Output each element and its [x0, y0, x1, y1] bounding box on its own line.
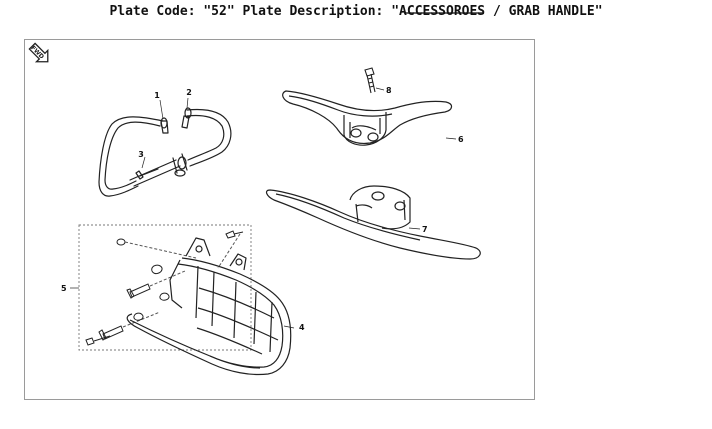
guard-bar-leaders	[141, 97, 189, 169]
callout-4: 4	[299, 323, 305, 332]
bolt-8	[364, 67, 385, 94]
callout-8: 8	[386, 86, 392, 95]
plate-code-value: "52"	[203, 4, 235, 19]
callout-7: 7	[422, 225, 428, 234]
callout-1: 1	[154, 91, 160, 100]
callout-3: 3	[138, 150, 144, 159]
hardware-kit-5	[70, 224, 252, 351]
callout-5: 5	[61, 284, 67, 293]
guard-bar-assembly	[98, 107, 232, 197]
plate-description-value: "ACCESSOROES / GRAB HANDLE"	[391, 4, 603, 19]
plate-description-label: Plate Description:	[242, 4, 384, 19]
plate-code-label: Plate Code:	[109, 4, 196, 19]
grab-rail-7	[265, 185, 481, 260]
parts-diagram-frame	[24, 39, 535, 400]
cropped-text-fragment	[404, 0, 484, 14]
fwd-arrow-icon: FWD	[28, 42, 49, 63]
callout-6: 6	[458, 135, 464, 144]
luggage-rack-4	[126, 237, 295, 376]
grab-bracket-6	[282, 90, 457, 146]
callout-2: 2	[186, 88, 192, 97]
plate-header: Plate Code: "52" Plate Description: "ACC…	[0, 4, 712, 19]
